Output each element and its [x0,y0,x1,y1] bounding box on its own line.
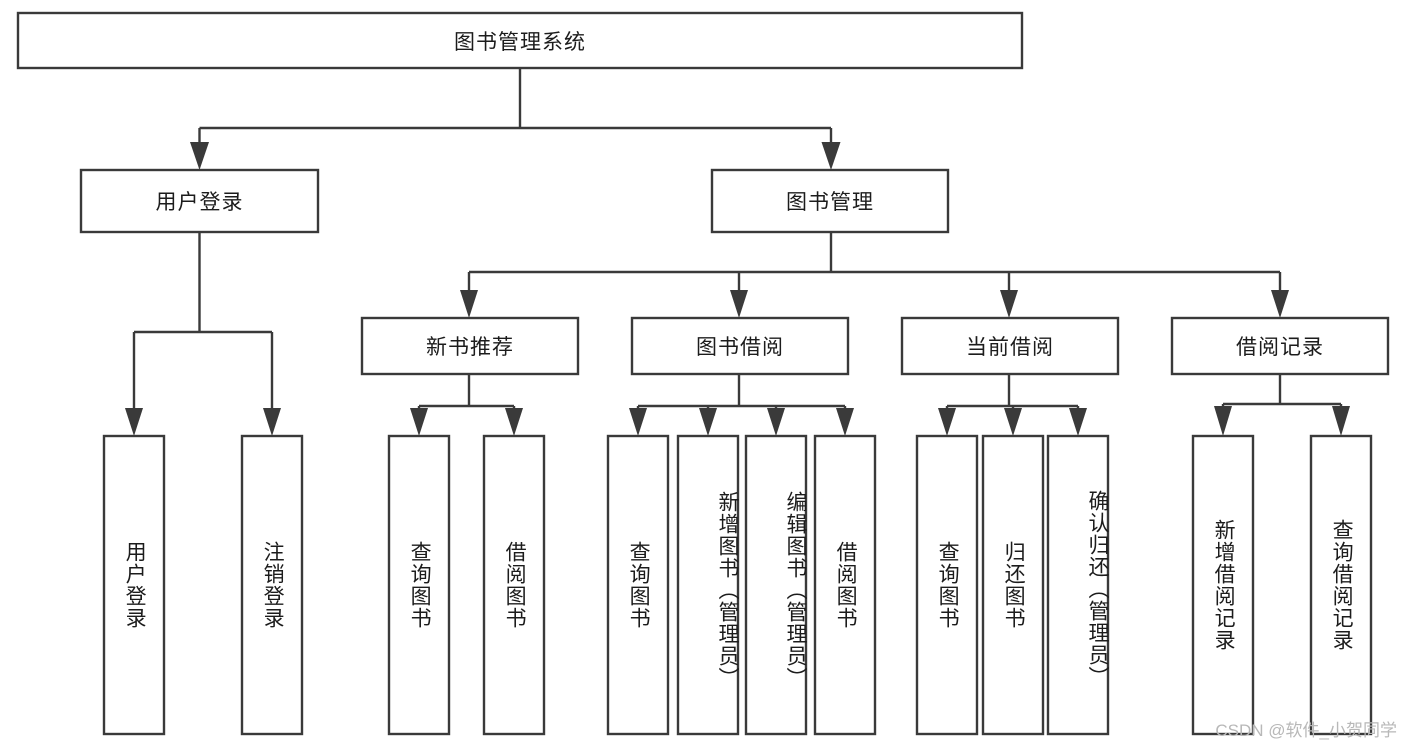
node-borrow-records[interactable] [1170,316,1390,376]
node-book-management[interactable] [710,168,950,234]
arrow-head-leaf-borrow-books [836,408,854,436]
node-leaf-return-books[interactable] [981,434,1045,736]
arrow-head-book-management [821,142,841,170]
arrow-head-leaf-add-book-admin [699,408,717,436]
node-user-login[interactable] [79,168,320,234]
node-leaf-add-book-admin[interactable] [676,434,740,736]
arrow-head-leaf-logout [263,408,281,436]
arrow-head-leaf-query-books-recommend [410,408,428,436]
node-leaf-logout[interactable] [240,434,304,736]
node-box-layer [16,11,1390,736]
node-new-book-recommend[interactable] [360,316,580,376]
node-book-borrow[interactable] [630,316,850,376]
node-leaf-user-login[interactable] [102,434,166,736]
arrow-head-leaf-user-login [125,408,143,436]
csdn-watermark: CSDN @软件_小贺同学 [1215,721,1397,740]
node-leaf-query-books-recommend[interactable] [387,434,451,736]
arrow-head-current-borrow [1000,290,1018,318]
arrow-head-leaf-query-borrow-record [1332,406,1350,436]
arrow-head-borrow-records [1271,290,1289,318]
node-leaf-edit-book-admin[interactable] [744,434,808,736]
node-leaf-borrow-books[interactable] [813,434,877,736]
node-leaf-query-books-current[interactable] [915,434,979,736]
connector-layer [125,68,1350,436]
arrow-head-user-login [190,142,209,170]
arrow-head-leaf-query-books-current [938,408,956,436]
arrow-head-leaf-return-books [1004,408,1022,436]
arrow-head-leaf-edit-book-admin [767,408,785,436]
node-leaf-query-borrow-record[interactable] [1309,434,1373,736]
node-leaf-borrow-books-recommend[interactable] [482,434,546,736]
arrow-head-leaf-query-books-borrow [629,408,647,436]
arrow-head-new-book-recommend [460,290,478,318]
arrow-head-book-borrow [730,290,748,318]
node-leaf-confirm-return-admin[interactable] [1046,434,1110,736]
arrow-head-leaf-borrow-books-recommend [505,408,523,436]
arrow-head-leaf-add-borrow-record [1214,406,1232,436]
node-leaf-query-books-borrow[interactable] [606,434,670,736]
node-current-borrow[interactable] [900,316,1120,376]
arrow-head-leaf-confirm-return-admin [1069,408,1087,436]
node-leaf-add-borrow-record[interactable] [1191,434,1255,736]
node-root[interactable] [16,11,1024,70]
